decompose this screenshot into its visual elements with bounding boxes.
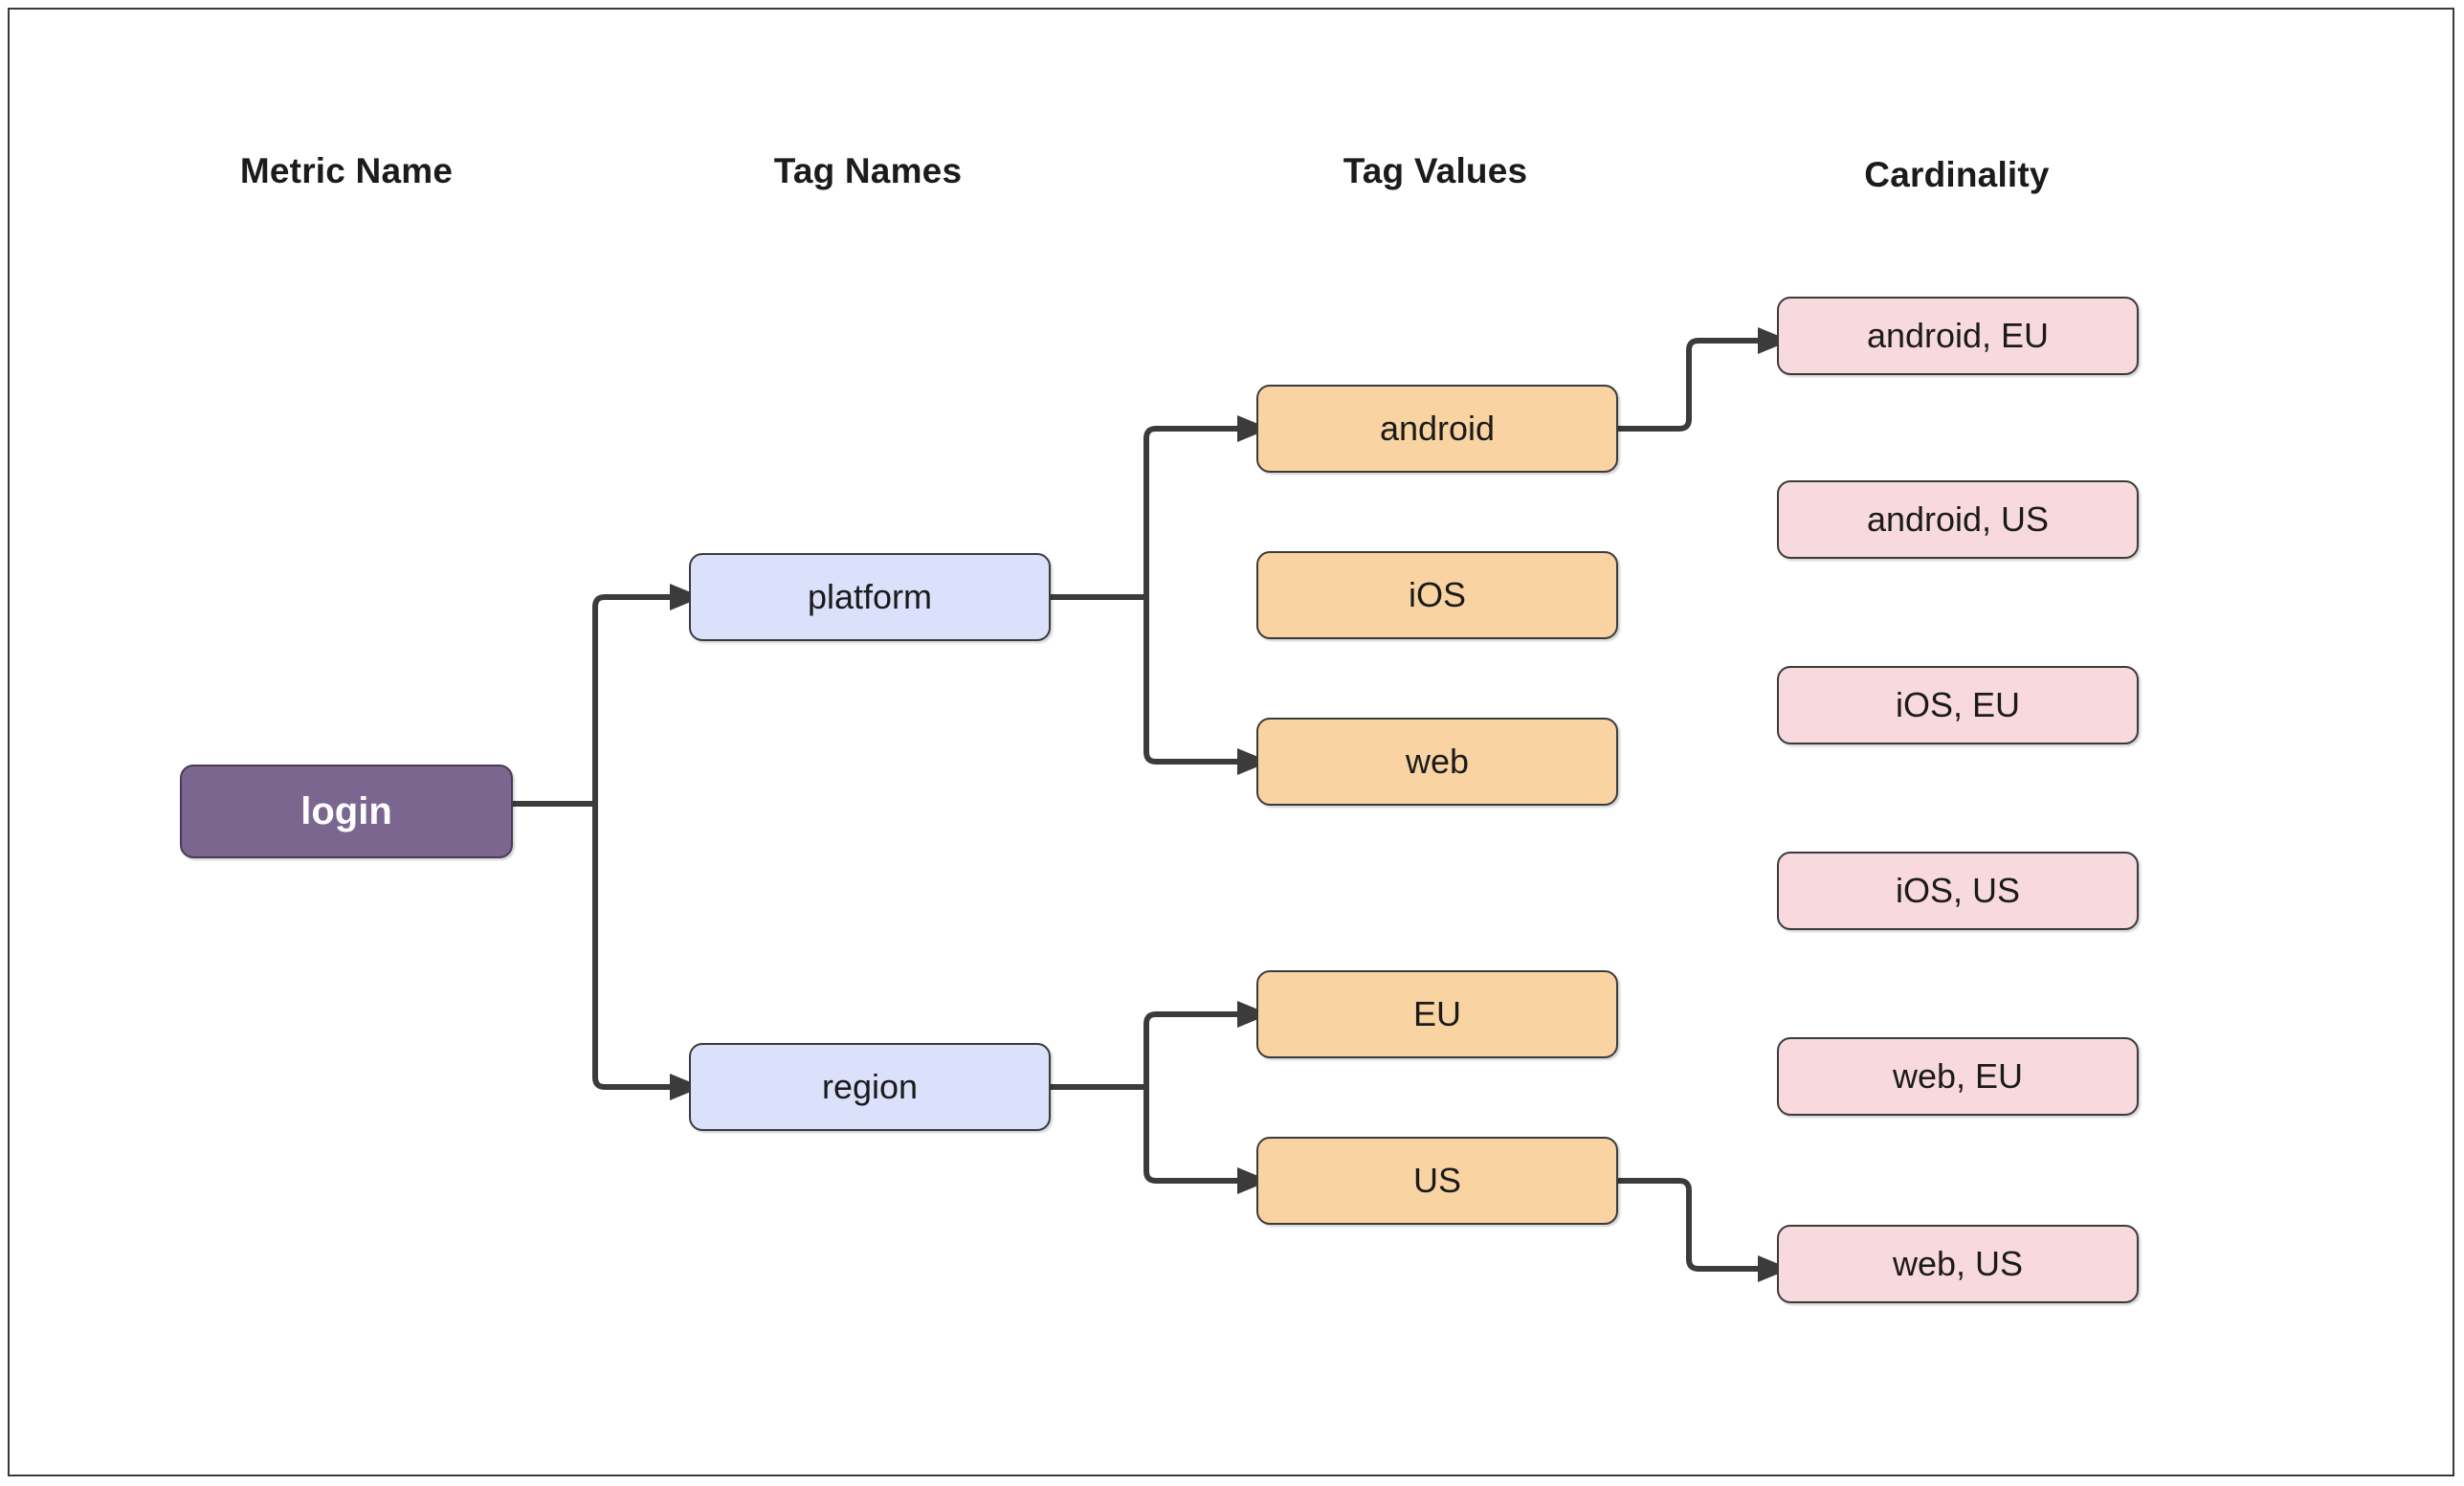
tag-name-node-region[interactable]: region: [689, 1043, 1051, 1131]
cardinality-node-web-us[interactable]: web, US: [1777, 1225, 2139, 1303]
edge-us-to-web-us: [1608, 1178, 1761, 1272]
tag-value-node-eu[interactable]: EU: [1256, 970, 1618, 1058]
metric-node-login[interactable]: login: [180, 765, 513, 858]
tag-value-node-us[interactable]: US: [1256, 1137, 1618, 1225]
edge-login-to-region: [592, 801, 673, 1090]
edge-platform-to-android: [1143, 426, 1240, 600]
edge-region-to-eu: [1143, 1011, 1240, 1090]
cardinality-node-web-eu[interactable]: web, EU: [1777, 1037, 2139, 1116]
diagram-canvas: Metric Name Tag Names Tag Values Cardina…: [8, 8, 2454, 1476]
edge-platform-to-web: [1143, 594, 1240, 765]
column-header-tag-values: Tag Values: [1343, 151, 1528, 190]
cardinality-node-android-eu[interactable]: android, EU: [1777, 297, 2139, 375]
cardinality-node-ios-us[interactable]: iOS, US: [1777, 852, 2139, 930]
edge-region-to-us: [1143, 1084, 1240, 1184]
column-header-cardinality: Cardinality: [1864, 155, 2050, 194]
tag-value-node-android[interactable]: android: [1256, 385, 1618, 473]
cardinality-node-ios-eu[interactable]: iOS, EU: [1777, 666, 2139, 744]
tag-value-node-ios[interactable]: iOS: [1256, 551, 1618, 639]
tag-name-node-platform[interactable]: platform: [689, 553, 1051, 641]
edge-android-to-android-eu: [1608, 338, 1761, 432]
edge-login-to-platform: [592, 594, 673, 807]
tag-value-node-web[interactable]: web: [1256, 718, 1618, 806]
column-header-metric-name: Metric Name: [239, 151, 454, 190]
column-header-tag-names: Tag Names: [773, 151, 963, 190]
cardinality-node-android-us[interactable]: android, US: [1777, 480, 2139, 559]
